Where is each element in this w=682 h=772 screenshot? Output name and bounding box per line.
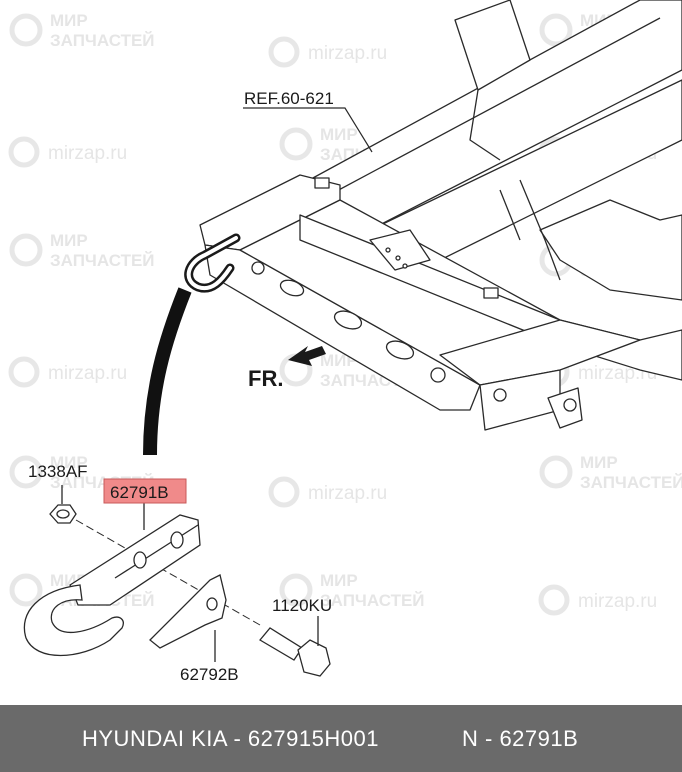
nut-label: 1338AF <box>28 462 88 481</box>
hook-label: 62791B <box>110 483 169 502</box>
watermark-url: mirzap.ru <box>8 136 127 168</box>
watermark-brand-line1: МИР <box>320 125 358 144</box>
watermark-url-text: mirzap.ru <box>578 591 657 612</box>
ref-label: REF.60-621 <box>244 89 334 108</box>
watermark-brand-line2: ЗАПЧАСТЕЙ <box>580 473 682 492</box>
footer-reference: N - 62791B <box>462 726 579 751</box>
watermark-url: mirzap.ru <box>268 36 387 68</box>
watermark-url-text: mirzap.ru <box>48 143 127 164</box>
mounted-hook <box>184 233 241 293</box>
front-arrow-icon <box>288 346 326 366</box>
watermark-brand-line2: ЗАПЧАСТЕЙ <box>50 251 155 270</box>
tow-hook-part <box>23 500 201 657</box>
watermark-url-text: mirzap.ru <box>308 43 387 64</box>
ref-leader <box>243 107 373 153</box>
parts-diagram: МИРЗАПЧАСТЕЙМИРЗАПЧАСТЕЙМИРЗАПЧАСТЕЙМИРЗ… <box>8 0 682 684</box>
front-label: FR. <box>248 366 283 391</box>
watermark-brand-line2: ЗАПЧАСТЕЙ <box>50 31 155 50</box>
nut-part <box>49 485 77 524</box>
footer-part-number: HYUNDAI KIA - 627915H001 <box>82 726 379 751</box>
watermark-brand-line1: МИР <box>50 453 88 472</box>
watermark-url: mirzap.ru <box>268 476 387 508</box>
chassis-frame <box>199 0 682 431</box>
leader-curve <box>143 287 192 456</box>
watermark-brand-line2: ЗАПЧАСТЕЙ <box>320 591 425 610</box>
watermark-url: mirzap.ru <box>8 356 127 388</box>
bolt-part <box>259 616 331 677</box>
hook-label-highlight <box>103 478 187 504</box>
watermark-url: mirzap.ru <box>538 584 657 616</box>
bolt-label: 1120KU <box>272 596 332 615</box>
bracket-label: 62792B <box>180 665 239 684</box>
bracket-part <box>149 574 227 662</box>
watermark-url-text: mirzap.ru <box>308 483 387 504</box>
watermark-brand-line1: МИР <box>50 11 88 30</box>
watermark-brand-line1: МИР <box>580 453 618 472</box>
footer-bar: HYUNDAI KIA - 627915H001 N - 62791B <box>0 705 682 772</box>
watermark-brand-line1: МИР <box>50 231 88 250</box>
watermark-url-text: mirzap.ru <box>48 363 127 384</box>
watermark-brand-line1: МИР <box>320 571 358 590</box>
